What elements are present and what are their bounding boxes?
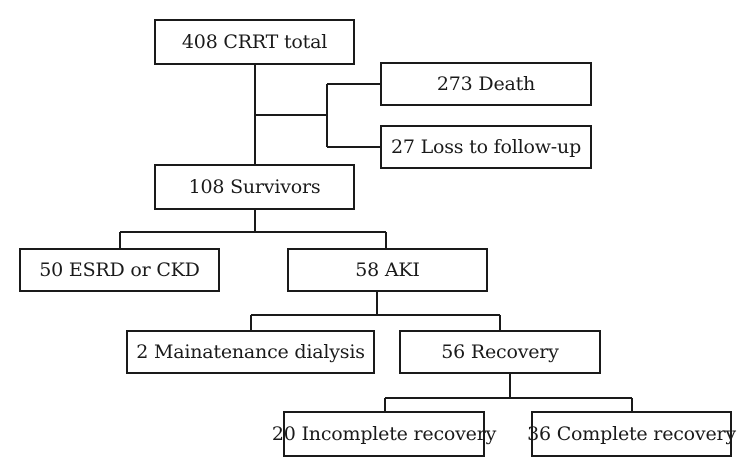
node-aki: 58 AKI: [287, 248, 488, 292]
node-maintenance-dialysis: 2 Mainatenance dialysis: [126, 330, 375, 374]
node-crrt-total: 408 CRRT total: [154, 19, 355, 65]
node-incomplete-recovery: 20 Incomplete recovery: [272, 411, 496, 457]
node-esrd-or-ckd: 50 ESRD or CKD: [19, 248, 220, 292]
node-recovery: 56 Recovery: [399, 330, 601, 374]
node-death: 273 Death: [380, 62, 592, 106]
node-complete-recovery: 36 Complete recovery: [527, 411, 736, 457]
node-loss-to-follow-up: 27 Loss to follow-up: [380, 125, 592, 169]
node-survivors: 108 Survivors: [154, 164, 355, 210]
